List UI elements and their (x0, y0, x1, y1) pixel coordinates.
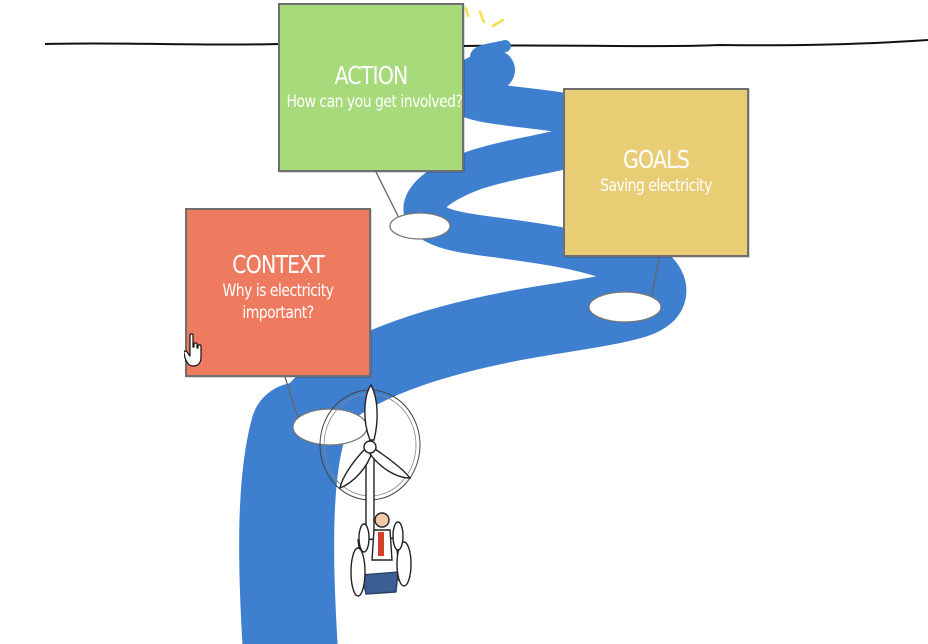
context-card[interactable]: CONTEXT Why is electricity important? (185, 208, 371, 377)
action-card[interactable]: ACTION How can you get involved? (278, 3, 464, 172)
goals-card-title: GOALS (622, 145, 690, 174)
milestone-spot-context (292, 408, 368, 446)
horizon-line (44, 39, 928, 48)
milestone-spot-goals (588, 291, 662, 323)
hand-pointer-icon (184, 333, 202, 367)
context-card-title: CONTEXT (232, 250, 325, 279)
goals-card-subtitle: Saving electricity (600, 176, 712, 196)
milestone-spots (292, 212, 662, 446)
action-card-subtitle: How can you get involved? (286, 92, 463, 112)
milestone-spot-action (389, 212, 451, 240)
wind-turbine-vehicle-icon (319, 383, 421, 597)
sun-rays-icon (464, 6, 505, 28)
context-card-subtitle: Why is electricity important? (222, 281, 334, 323)
action-card-title: ACTION (334, 61, 408, 90)
goals-card[interactable]: GOALS Saving electricity (563, 88, 749, 257)
